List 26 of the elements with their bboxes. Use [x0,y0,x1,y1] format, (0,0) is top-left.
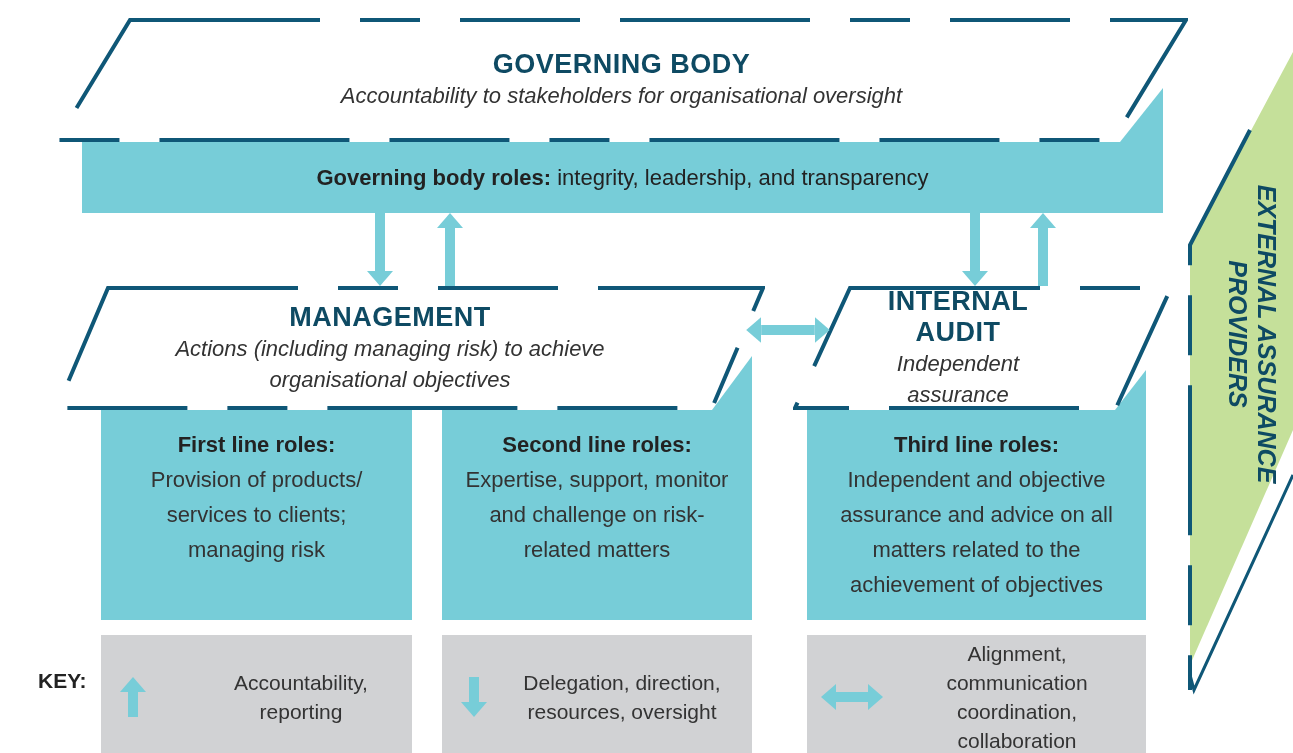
heading: GOVERNING BODY [492,49,751,80]
block-arrow [1030,213,1056,286]
role-heading: Second line roles: [502,431,692,459]
block-arrow [962,213,988,286]
heading: INTERNAL AUDIT [886,286,1030,348]
roles-text: Governing body roles: integrity, leadership, and transparency [316,164,929,192]
subtitle: Actions (including managing risk) to achieve organisational objectives [173,334,606,394]
block-arrow [437,213,463,286]
role-description: Independent and objective assurance and advice on all matters related to the achievement of objectives [839,466,1114,599]
role-description: Provision of products/ services to clients; managing risk [149,466,364,564]
role-heading: First line roles: [177,431,336,459]
role-description: Expertise, support, monitor and challenge on risk-related matters [464,466,730,564]
band-label: EXTERNAL ASSURANCE PROVIDERS [1223,183,1281,486]
legend-text: Alignment, communication coordination, collaboration [945,641,1089,753]
role-box [101,410,412,620]
legend-text: Delegation, direction, resources, oversight [522,670,722,725]
legend-text: Accountability, reporting [233,670,369,725]
block-arrow [367,213,393,286]
role-box [442,410,752,620]
role-box [807,410,1146,620]
heading: MANAGEMENT [289,301,491,333]
key-heading: KEY: [38,669,87,693]
subtitle: Independent assurance [895,350,1021,409]
subtitle: Accountability to stakeholders for organisational oversight [340,82,903,110]
role-heading: Third line roles: [894,431,1059,459]
block-arrow [746,317,830,343]
